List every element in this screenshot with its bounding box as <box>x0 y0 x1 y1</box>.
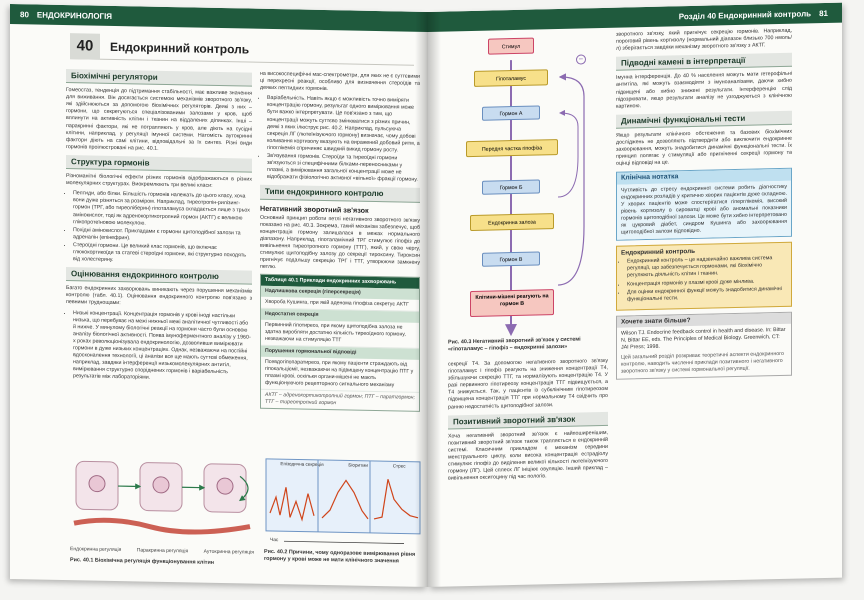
table-endocrine-disorders: Таблиця 40.1 Приклади ендокринних захвор… <box>260 274 420 413</box>
clinical-note-text: Чутливість до стресу ендокринної системи… <box>617 180 791 240</box>
label-paracrine: Паракринна регуляція <box>136 547 189 555</box>
flow-anterior-pituitary: Передня частка гіпофіза <box>466 139 558 158</box>
panel-episodic: Епізодична секреція <box>280 461 324 467</box>
section-pitfalls: Підводні камені в інтерпретації <box>616 53 792 72</box>
right-page-number: 81 <box>819 8 828 18</box>
chapter-heading: 40 Ендокринний контроль <box>70 32 414 66</box>
flow-target-cells: Клітини-мішені реагують на гормон В <box>470 289 554 318</box>
flow-endocrine-gland: Ендокринна залоза <box>470 213 554 232</box>
paragraph: секреції Т4. За допомогою негативного зв… <box>448 357 608 411</box>
list-item: Низькі концентрації. Концентрація гормон… <box>73 310 252 384</box>
panel-stress: Стрес <box>392 463 406 469</box>
flow-hormone-a: Гормон А <box>482 105 540 121</box>
right-column-1: секреції Т4. За допомогою негативного зв… <box>448 358 608 486</box>
open-textbook: 80 ЕНДОКРИНОЛОГІЯ 40 Ендокринний контрол… <box>10 2 850 587</box>
flow-hormone-b: Гормон Б <box>482 179 540 195</box>
label-autocrine: Аутокринна регуляція <box>203 548 254 556</box>
chapter-title: Ендокринний контроль <box>110 39 250 57</box>
cell-regulation-illustration <box>73 460 251 535</box>
paragraph: Гомеостаз, тенденція до підтримання стаб… <box>66 87 252 152</box>
paragraph: Багато ендокринних захворювань виникають… <box>66 285 252 307</box>
flow-hormone-c: Гормон В <box>482 251 540 267</box>
right-running-title: Розділ 40 Ендокринний контроль <box>678 8 812 21</box>
left-page-number: 80 <box>20 9 29 19</box>
left-page: 80 ЕНДОКРИНОЛОГІЯ 40 Ендокринний контрол… <box>10 3 428 587</box>
section-hormone-structure: Структура гормонів <box>66 154 252 173</box>
list-item: Пептиди, або білки. Більшість гормонів н… <box>73 190 252 229</box>
further-reading-box: Хочете знати більше? Wilson TJ. Endocrin… <box>616 311 792 381</box>
further-reading-note: Цей загальний розділ розкриває теоретичн… <box>621 351 784 375</box>
section-control-types: Типи ендокринного контролю <box>260 185 420 203</box>
subsection-negative-feedback: Негативний зворотний зв'язок <box>260 203 369 215</box>
paragraph: Якщо результати клінічного обстеження та… <box>616 128 792 168</box>
further-reading-reference: Wilson TJ. Endocrine feedback control in… <box>621 326 786 351</box>
variability-list: Варіабельність. Навіть якщо є можливість… <box>267 95 420 184</box>
figure-40-1-caption: Рис. 40.1 Біохімічна регуляція функціону… <box>70 557 215 566</box>
table-row: Первинний гіпотиреоз, при якому щитоподі… <box>261 320 419 350</box>
list-item: Стероїдні гормони. Це великий клас гормо… <box>73 242 252 267</box>
paragraph: Хоча негативний зворотний зв'язок є найп… <box>448 429 608 482</box>
table-row: Псевдогіпопаратиреоз, при якому пацієнти… <box>261 357 419 394</box>
section-biochemical-regulators: Біохімічні регулятори <box>66 69 252 87</box>
label-endocrine: Ендокринна регуляція <box>70 546 122 554</box>
list-item: Для оцінки ендокринної функції можуть зн… <box>627 285 787 303</box>
clinical-note-box: Клінічна нотатка Чутливість до стресу ен… <box>616 168 792 241</box>
section-assessment: Оцінювання ендокринного контролю <box>66 267 252 285</box>
assessment-list: Низькі концентрації. Концентрація гормон… <box>73 310 252 384</box>
paragraph: на високоспецифічні мас-спектрометри, дл… <box>260 70 420 93</box>
paragraph: Різноманітні біологічні ефекти різних го… <box>66 173 252 189</box>
section-positive-feedback: Позитивний зворотний зв'язок <box>448 411 608 430</box>
list-item: Ендокринний контроль – це надзвичайно ва… <box>627 255 787 280</box>
list-item: Варіабельність. Навіть якщо є можливість… <box>267 95 420 155</box>
left-running-title: ЕНДОКРИНОЛОГІЯ <box>36 9 113 21</box>
paragraph: зворотного зв'язку, який пригнічує секре… <box>616 27 792 52</box>
chapter-number: 40 <box>70 32 100 60</box>
key-points-list: Ендокринний контроль – це надзвичайно ва… <box>627 255 787 303</box>
list-item: Зв'язування гормонів. Стероїди та тиреої… <box>267 153 420 184</box>
figure-40-2-caption: Рис. 40.2 Причини, чому одноразове вимір… <box>264 548 416 565</box>
paragraph: Імунна інтерференція. До 40 % населення … <box>616 71 792 110</box>
figure-40-3: Стимул Гіпоталамус Гормон А Передня част… <box>448 36 598 399</box>
right-column-2: зворотного зв'язку, який пригнічує секре… <box>616 27 792 381</box>
left-column-2: на високоспецифічні мас-спектрометри, дл… <box>260 70 420 413</box>
left-running-header: 80 ЕНДОКРИНОЛОГІЯ <box>10 3 428 32</box>
right-page: Розділ 40 Ендокринний контроль 81 Стимул… <box>428 2 842 587</box>
hormone-variability-graphs <box>265 458 421 544</box>
table-footnote: АКТГ – адренокортикотропний гормон; ПТГ … <box>265 392 415 407</box>
flow-stimulus: Стимул <box>488 37 534 55</box>
key-points-box: Ендокринний контроль Ендокринний контрол… <box>616 241 792 311</box>
hormone-class-list: Пептиди, або білки. Більшість гормонів н… <box>73 190 252 266</box>
figure-40-1: Ендокринна регуляція Паракринна регуляці… <box>70 453 254 575</box>
paragraph: Основний принцип роботи петлі негативног… <box>260 214 420 271</box>
panel-biorhythm: Біоритми <box>348 462 368 468</box>
figure-40-2: Епізодична секреція Біоритми Стрес Час Р… <box>264 457 422 580</box>
flow-hypothalamus: Гіпоталамус <box>474 69 548 87</box>
left-column-1: Біохімічні регулятори Гомеостаз, тенденц… <box>66 65 252 387</box>
section-dynamic-tests: Динамічні функціональні тести <box>616 110 792 129</box>
